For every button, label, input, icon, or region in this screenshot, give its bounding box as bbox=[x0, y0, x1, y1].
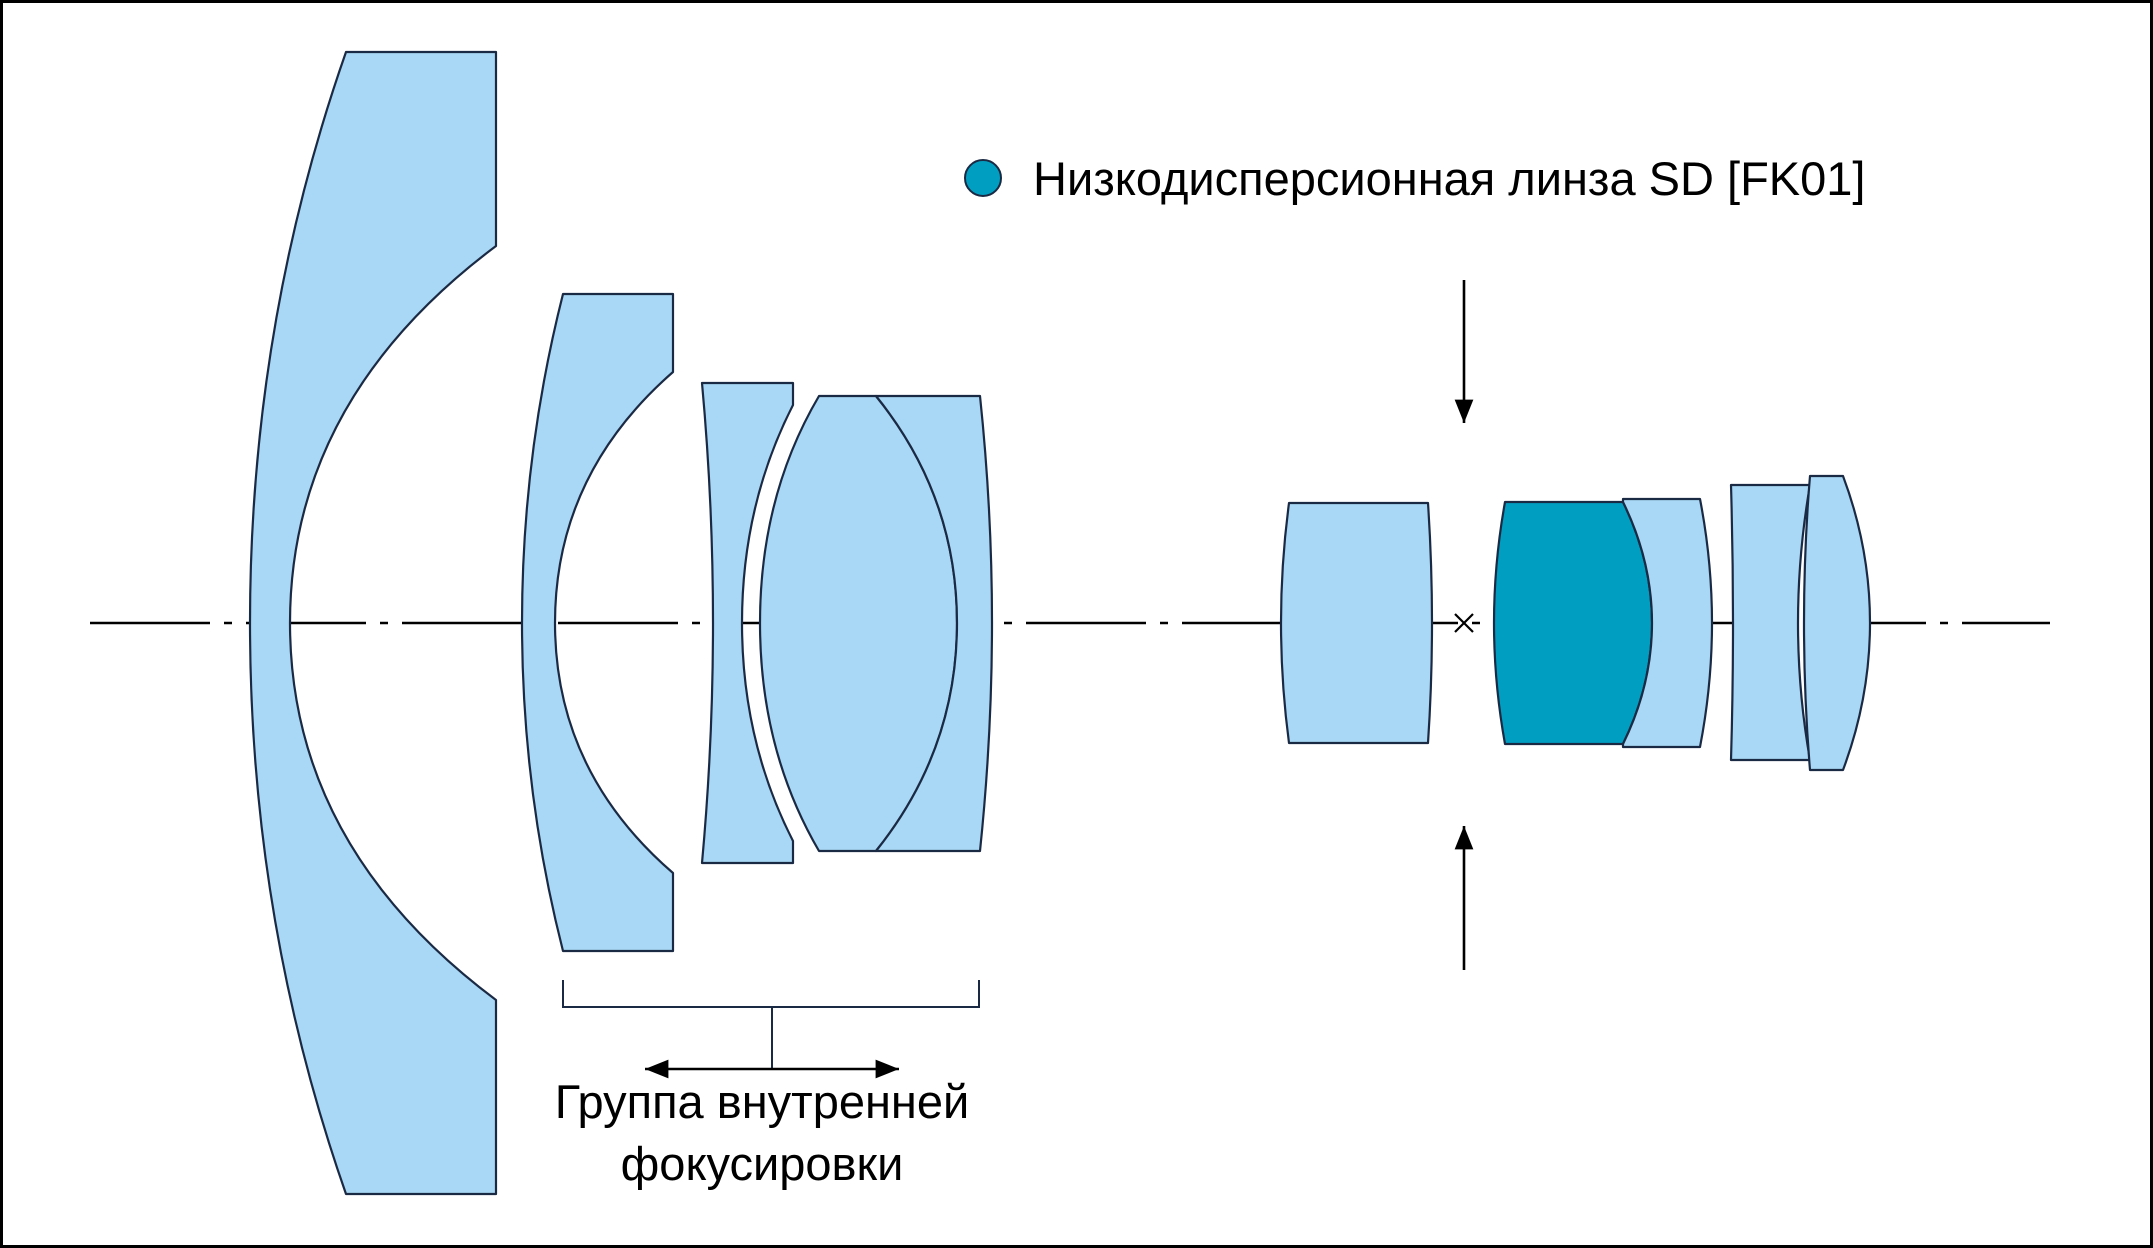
lens-element-8 bbox=[1621, 497, 1714, 749]
lens-element-9 bbox=[1729, 483, 1812, 762]
lens-element-10 bbox=[1802, 474, 1872, 772]
lens-element-2 bbox=[520, 292, 675, 953]
focus-group-label-line1: Группа внутренней bbox=[555, 1075, 970, 1128]
aperture-stop-marker bbox=[1454, 613, 1474, 633]
lens-element-6 bbox=[1279, 501, 1434, 745]
sd-legend-label: Низкодисперсионная линза SD [FK01] bbox=[1033, 152, 1865, 205]
sd-legend-marker-icon bbox=[964, 159, 1002, 197]
lens-element-1 bbox=[248, 50, 498, 1196]
focus-group-label-line2: фокусировки bbox=[621, 1137, 904, 1190]
sd-lens-element bbox=[1492, 500, 1654, 746]
focus-group-bracket bbox=[562, 980, 980, 1079]
lens-element-5 bbox=[874, 394, 994, 853]
lens-element-3 bbox=[700, 381, 795, 865]
